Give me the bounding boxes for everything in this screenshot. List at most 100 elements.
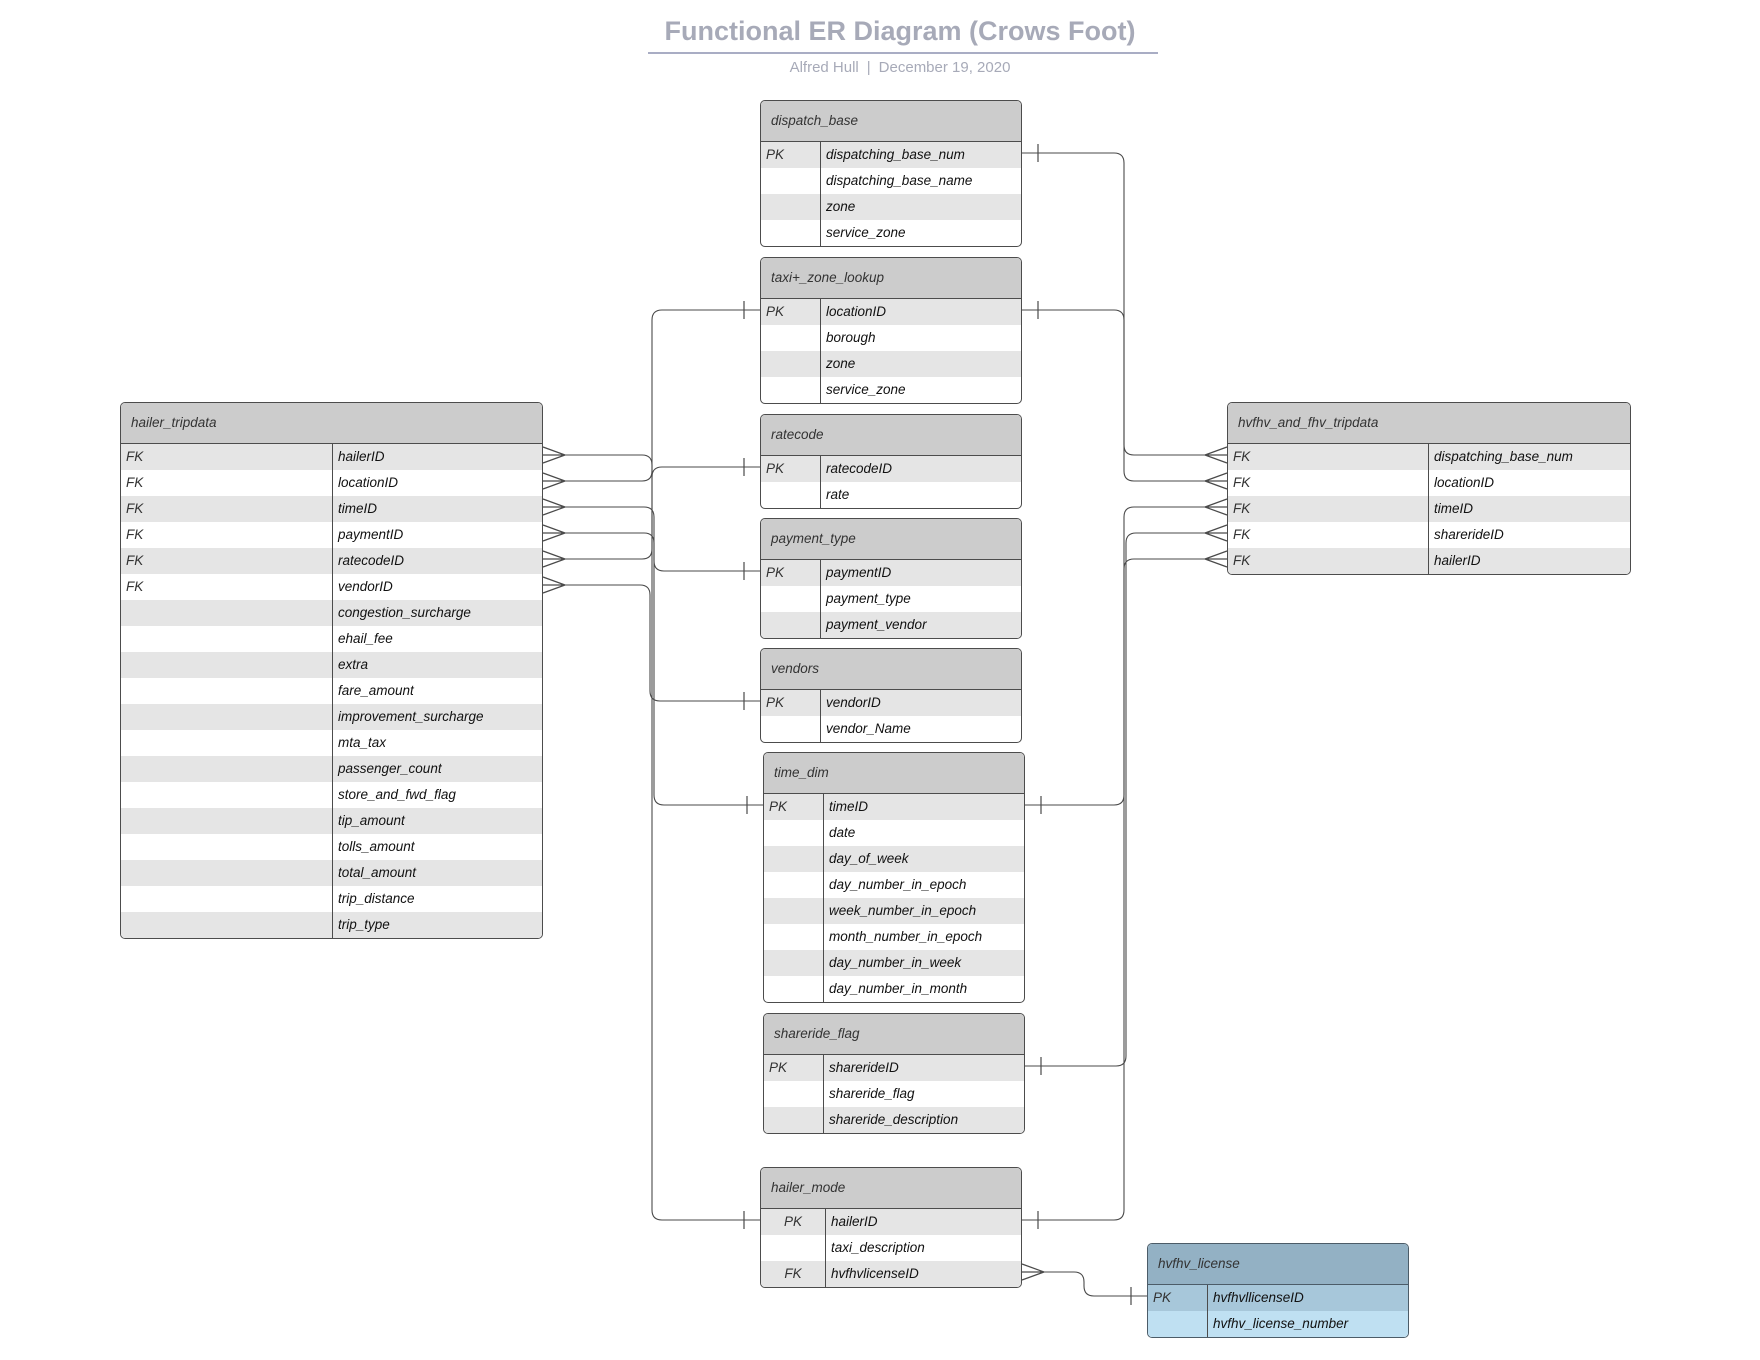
- key-type: FK: [121, 522, 333, 548]
- key-type: FK: [121, 444, 333, 470]
- attribute-name: ratecodeID: [821, 456, 1021, 482]
- key-type: PK: [761, 299, 821, 325]
- attribute-row: ehail_fee: [121, 626, 542, 652]
- key-type: [121, 782, 333, 808]
- entity-header: hvfhv_and_fhv_tripdata: [1228, 403, 1630, 444]
- author-name: Alfred Hull: [789, 59, 859, 76]
- crows-foot-many-marker: [1204, 550, 1228, 568]
- entity-header: hailer_mode: [761, 1168, 1021, 1209]
- attribute-name: taxi_description: [831, 1240, 925, 1255]
- attribute-name: payment_vendor: [821, 612, 1021, 638]
- attribute-row: trip_type: [121, 912, 542, 938]
- attribute-name: week_number_in_epoch: [824, 898, 1024, 924]
- key-type: [121, 756, 333, 782]
- attribute-row: payment_type: [761, 586, 1021, 612]
- crows-foot-many-marker: [1204, 524, 1228, 542]
- key-type: [764, 1081, 824, 1107]
- title-underline: [648, 52, 1158, 54]
- key-type: [761, 716, 821, 742]
- subtitle-separator: |: [866, 59, 871, 76]
- crows-foot-many-marker: [1021, 1263, 1045, 1281]
- relationship-line: [1022, 152, 1227, 456]
- key-type: [764, 846, 824, 872]
- attribute-row: hvfhv_license_number: [1148, 1311, 1408, 1337]
- attribute-row: day_number_in_month: [764, 976, 1024, 1002]
- entity-header: vendors: [761, 649, 1021, 690]
- attribute-row: zone: [761, 351, 1021, 377]
- attribute-row: fare_amount: [121, 678, 542, 704]
- key-type: [121, 886, 333, 912]
- attribute-name: zone: [821, 351, 1021, 377]
- attribute-name: dispatching_base_num: [821, 142, 1021, 168]
- attribute-name: store_and_fwd_flag: [338, 787, 456, 802]
- key-type: PK: [1148, 1285, 1208, 1311]
- attribute-name: ratecodeID: [333, 548, 542, 574]
- relationship-line: [1022, 309, 1227, 482]
- key-type: FK: [121, 574, 333, 600]
- attribute-name: paymentID: [338, 527, 404, 542]
- attribute-name: day_number_in_epoch: [829, 877, 967, 892]
- key-type: [761, 194, 821, 220]
- crows-foot-many-marker: [542, 446, 566, 464]
- entity-header: payment_type: [761, 519, 1021, 560]
- relationship-line: [543, 309, 760, 482]
- crows-foot-many-marker: [542, 550, 566, 568]
- key-type: [764, 924, 824, 950]
- attribute-name: locationID: [338, 475, 399, 490]
- key-type: [761, 168, 821, 194]
- key-type: [121, 678, 333, 704]
- attribute-row: date: [764, 820, 1024, 846]
- key-type: [764, 1107, 824, 1133]
- attribute-row: improvement_surcharge: [121, 704, 542, 730]
- key-type: [761, 351, 821, 377]
- attribute-row: day_number_in_epoch: [764, 872, 1024, 898]
- attribute-name: service_zone: [826, 225, 906, 240]
- attribute-row: shareride_description: [764, 1107, 1024, 1133]
- crows-foot-many-marker: [542, 472, 566, 490]
- key-type: [764, 898, 824, 924]
- key-type: [761, 1235, 826, 1261]
- key-type: [764, 950, 824, 976]
- key-type: [121, 834, 333, 860]
- relationship-line: [1025, 532, 1227, 1067]
- entity-header: hailer_tripdata: [121, 403, 542, 444]
- key-type: [761, 612, 821, 638]
- diagram-subtitle: Alfred Hull|December 19, 2020: [0, 59, 1760, 76]
- attribute-name: day_number_in_month: [829, 981, 968, 996]
- key-type: PK: [761, 142, 821, 168]
- attribute-name: ehail_fee: [338, 631, 393, 646]
- attribute-name: dispatching_base_num: [1429, 444, 1630, 470]
- key-type: [761, 220, 821, 246]
- attribute-name: hailerID: [333, 444, 542, 470]
- attribute-name: day_of_week: [824, 846, 1024, 872]
- attribute-name: dispatching_base_name: [826, 173, 973, 188]
- attribute-name: vendor_Name: [826, 721, 911, 736]
- key-type: [764, 872, 824, 898]
- attribute-name: shareride_description: [824, 1107, 1024, 1133]
- attribute-name: extra: [333, 652, 542, 678]
- attribute-row: zone: [761, 194, 1021, 220]
- relationship-line: [1022, 1271, 1147, 1297]
